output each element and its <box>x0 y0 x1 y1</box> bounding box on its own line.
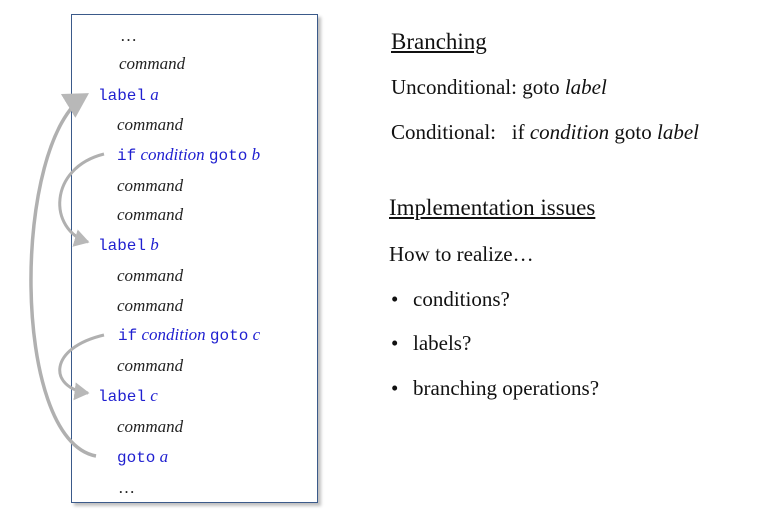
code-listing-box <box>71 14 318 503</box>
var-c: c <box>150 386 158 405</box>
conditional-label: label <box>657 120 699 144</box>
keyword-label: label <box>98 388 147 406</box>
bullet-dot: • <box>391 331 399 355</box>
arrow-goto-a-to-label-a <box>29 93 97 458</box>
code-command: command <box>117 417 184 436</box>
list-item: labels? <box>413 331 472 355</box>
conditional-condition: condition <box>529 120 610 144</box>
unconditional-line: Unconditional: goto label <box>391 75 607 100</box>
conditional-prefix: Conditional: <box>391 120 496 144</box>
conditional-if: if <box>511 120 525 144</box>
conditional-goto: goto <box>614 120 652 144</box>
arrow-goto-c-to-label-c <box>58 333 105 401</box>
code-label-b: label b <box>98 235 159 256</box>
arrow-goto-b-to-label-b <box>58 152 105 247</box>
keyword-goto: goto <box>209 327 249 345</box>
branching-heading: Branching <box>391 29 487 54</box>
keyword-if: if <box>117 147 137 165</box>
keyword-goto: goto <box>208 147 248 165</box>
unconditional-prefix: Unconditional: goto <box>391 75 560 99</box>
keyword-if: if <box>118 327 138 345</box>
code-goto-a: goto a <box>117 447 168 468</box>
implementation-intro: How to realize… <box>389 242 534 266</box>
keyword-label: label <box>98 87 147 105</box>
var-b: b <box>251 145 261 164</box>
code-ellipsis-bottom: … <box>118 478 138 497</box>
var-a: a <box>159 447 169 466</box>
var-condition: condition <box>140 145 205 164</box>
code-command: command <box>117 115 184 134</box>
var-a: a <box>150 85 159 104</box>
code-command: command <box>117 266 184 285</box>
code-command: command <box>117 205 184 224</box>
code-label-c: label c <box>98 386 158 407</box>
var-c: c <box>252 325 261 344</box>
code-command: command <box>119 54 186 73</box>
var-condition: condition <box>141 325 206 344</box>
code-command: command <box>117 176 184 195</box>
bullet-dot: • <box>391 287 399 311</box>
keyword-goto: goto <box>117 449 156 467</box>
code-if-goto-c: if condition goto c <box>118 325 260 346</box>
list-item: conditions? <box>413 287 510 311</box>
conditional-line: Conditional: if condition goto label <box>391 120 699 145</box>
code-ellipsis-top: … <box>120 26 140 45</box>
code-command: command <box>117 296 184 315</box>
keyword-label: label <box>98 237 147 255</box>
list-item: branching operations? <box>413 376 600 400</box>
bullet-dot: • <box>391 376 399 400</box>
var-b: b <box>150 235 159 254</box>
code-label-a: label a <box>98 85 159 106</box>
implementation-heading: Implementation issues <box>389 195 596 220</box>
code-if-goto-b: if condition goto b <box>117 145 260 166</box>
code-command: command <box>117 356 184 375</box>
unconditional-label: label <box>564 75 607 99</box>
